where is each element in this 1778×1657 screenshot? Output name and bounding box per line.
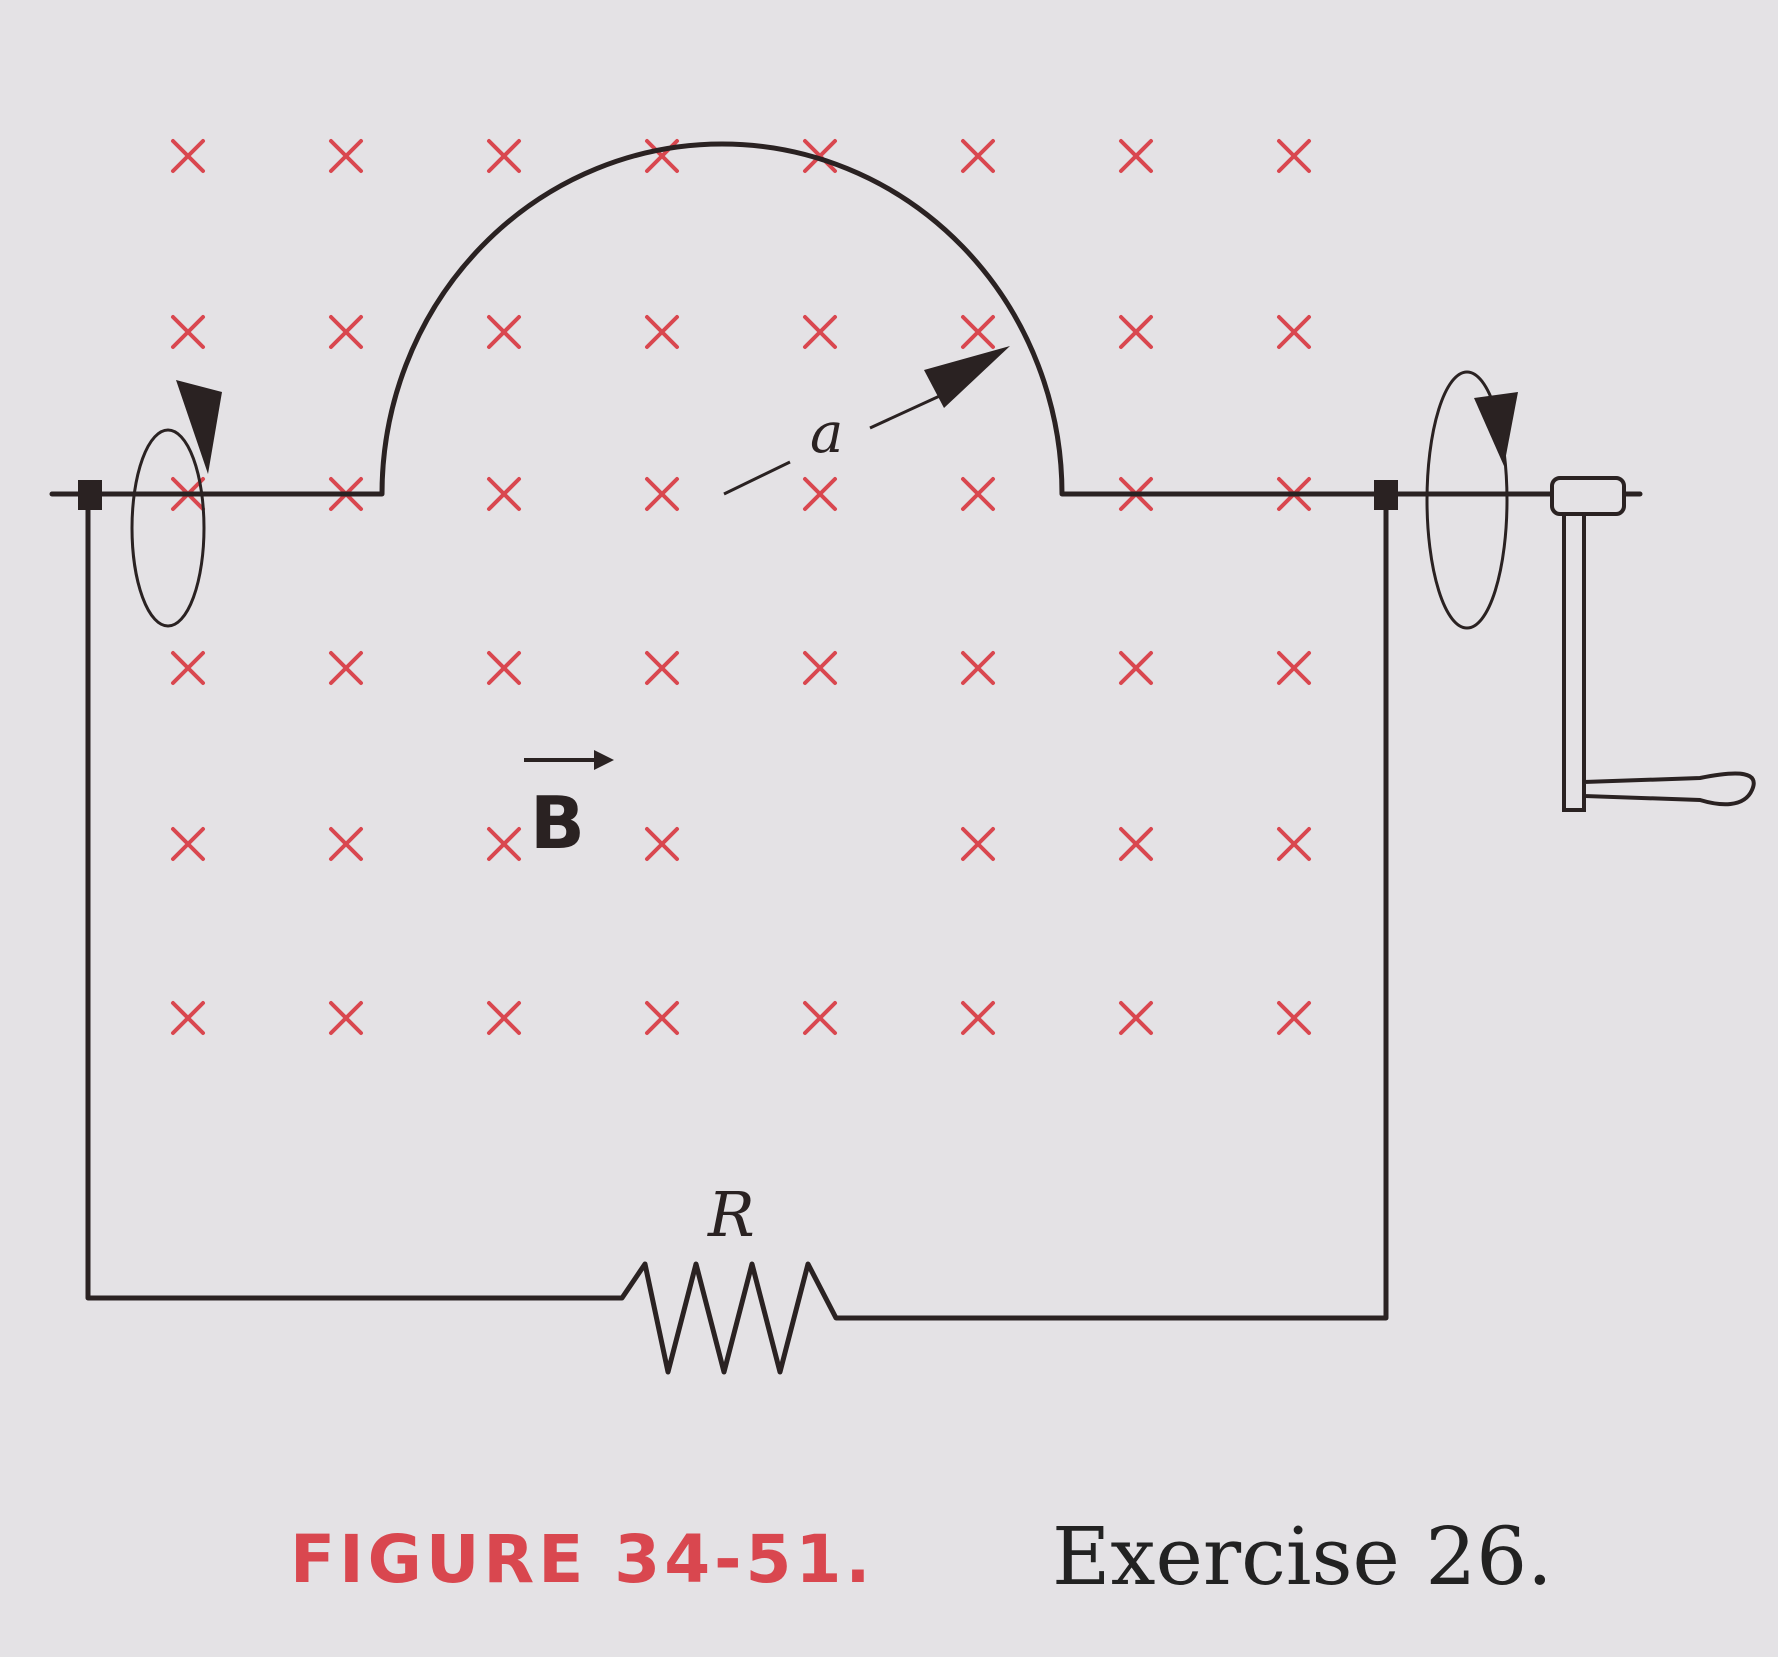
field-cross: [645, 315, 679, 349]
field-cross: [645, 477, 679, 511]
left-rotation-arrow: [130, 380, 222, 628]
left-bearing: [78, 480, 102, 510]
field-cross: [329, 651, 363, 685]
field-cross: [1119, 827, 1153, 861]
field-cross: [171, 1001, 205, 1035]
field-cross: [1119, 139, 1153, 173]
radius-label: a: [810, 401, 843, 466]
field-cross: [803, 315, 837, 349]
field-cross: [961, 1001, 995, 1035]
field-cross: [487, 477, 521, 511]
resistor-label: R: [707, 1178, 755, 1251]
field-cross: [645, 827, 679, 861]
field-vector-arrow: [524, 750, 614, 770]
magnetic-field-crosses: [171, 139, 1311, 1035]
caption-exercise: Exercise 26.: [1052, 1510, 1553, 1603]
field-cross: [171, 315, 205, 349]
field-cross: [961, 139, 995, 173]
field-cross: [1277, 827, 1311, 861]
field-cross: [645, 1001, 679, 1035]
field-cross: [487, 827, 521, 861]
field-cross: [1277, 651, 1311, 685]
field-cross: [329, 1001, 363, 1035]
right-bearing: [1374, 480, 1398, 510]
field-cross: [803, 1001, 837, 1035]
field-cross: [171, 651, 205, 685]
circuit-wire: [85, 493, 1389, 1375]
field-cross: [803, 477, 837, 511]
field-cross: [803, 651, 837, 685]
field-cross: [1119, 315, 1153, 349]
field-cross: [1277, 315, 1311, 349]
field-cross: [487, 651, 521, 685]
field-cross: [171, 827, 205, 861]
right-rotation-arrow: [1425, 370, 1518, 630]
hand-crank: [1550, 476, 1756, 812]
caption-figure-number: FIGURE 34-51.: [290, 1521, 874, 1598]
rotating-loop: [141, 141, 1389, 497]
field-cross: [329, 315, 363, 349]
field-cross: [487, 315, 521, 349]
field-cross: [329, 139, 363, 173]
field-cross: [1277, 1001, 1311, 1035]
field-cross: [961, 827, 995, 861]
radius-arrow: [723, 346, 1010, 496]
field-label: B: [530, 781, 585, 865]
field-cross: [1119, 651, 1153, 685]
field-cross: [1277, 139, 1311, 173]
field-cross: [171, 139, 205, 173]
field-cross: [1119, 1001, 1153, 1035]
field-cross: [487, 1001, 521, 1035]
field-cross: [645, 651, 679, 685]
field-cross: [329, 827, 363, 861]
field-cross: [961, 477, 995, 511]
field-cross: [961, 651, 995, 685]
field-cross: [803, 139, 837, 173]
field-cross: [961, 315, 995, 349]
field-cross: [487, 139, 521, 173]
